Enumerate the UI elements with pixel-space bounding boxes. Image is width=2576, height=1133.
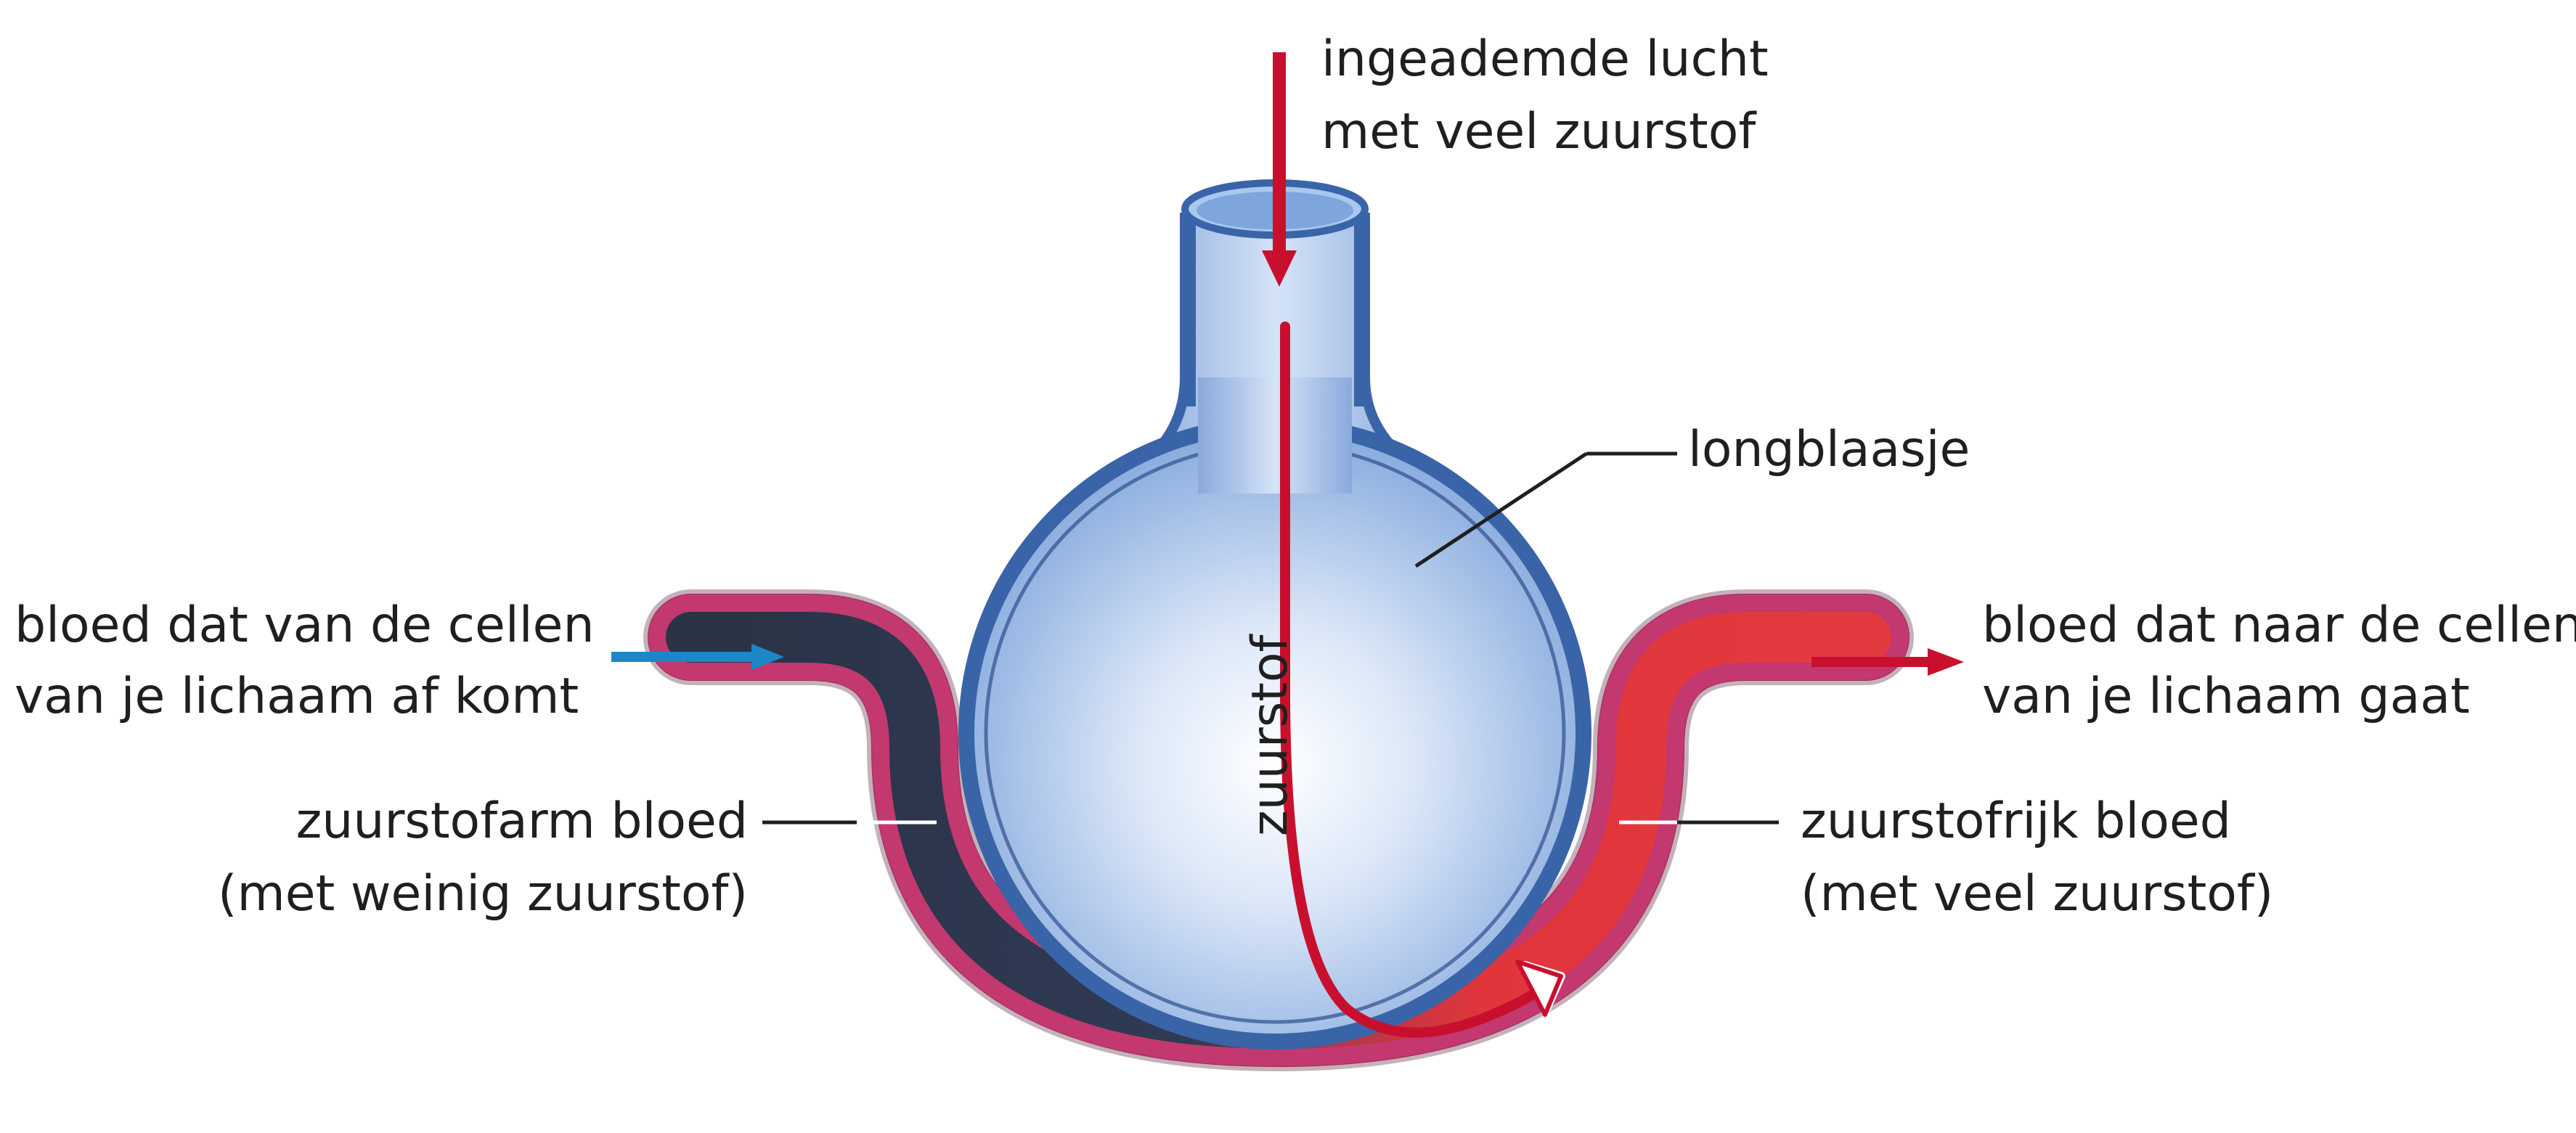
oxygen-rich-label-line1: zuurstofrijk bloed bbox=[1801, 791, 2231, 852]
blood-from-cells-label-line2: van je lichaam af komt bbox=[15, 666, 579, 727]
oxygen-poor-label-line2: (met weinig zuurstof) bbox=[167, 864, 748, 925]
blood-to-cells-label-line1: bloed dat naar de cellen bbox=[1982, 595, 2576, 656]
inhaled-air-arrow bbox=[1262, 52, 1297, 287]
inhaled-air-label-line2: met veel zuurstof bbox=[1321, 102, 1756, 163]
oxygen-rich-label-line2: (met veel zuurstof) bbox=[1801, 864, 2273, 925]
inhaled-air-label-line1: ingeademde lucht bbox=[1321, 29, 1769, 90]
alveolus-label: longblaasje bbox=[1688, 420, 1970, 480]
oxygen-path-label: zuurstof bbox=[1240, 575, 1301, 836]
blood-to-cells-label-line2: van je lichaam gaat bbox=[1982, 666, 2470, 727]
oxygen-poor-label-line1: zuurstofarm bloed bbox=[276, 791, 748, 852]
blood-from-cells-label-line1: bloed dat van de cellen bbox=[15, 595, 595, 656]
